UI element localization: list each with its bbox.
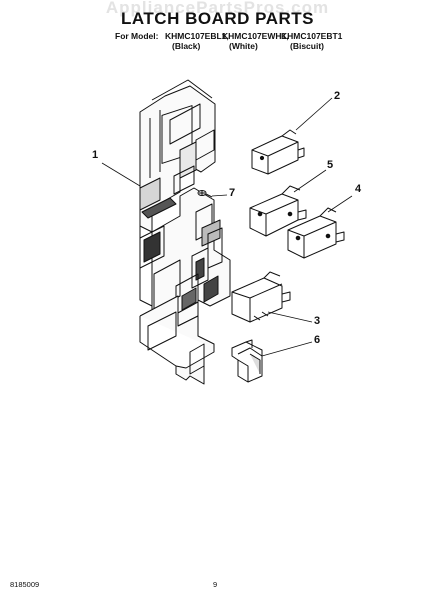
- color-black: (Black): [172, 41, 201, 51]
- callout-4: 4: [355, 183, 362, 195]
- color-white: (White): [229, 41, 258, 51]
- model-biscuit: KHMC107EBT1: [281, 31, 343, 41]
- watermark: AppliancePartsPros.com: [105, 0, 330, 17]
- switch-part-4: [287, 207, 345, 259]
- bracket-part-6: [231, 339, 263, 383]
- callout-5: 5: [327, 159, 334, 171]
- doc-number: 8185009: [10, 580, 40, 589]
- callout-6: 6: [314, 334, 321, 346]
- screw-part-7: [197, 190, 213, 198]
- switch-part-2: [251, 129, 305, 175]
- callout-7: 7: [229, 187, 236, 199]
- color-biscuit: (Biscuit): [290, 41, 324, 51]
- model-black: KHMC107EBL1,: [165, 31, 229, 41]
- callout-2: 2: [334, 90, 341, 102]
- page-title: LATCH BOARD PARTS: [121, 9, 314, 28]
- switch-part-5: [249, 185, 307, 237]
- latch-board: [139, 79, 231, 385]
- for-model-label: For Model:: [115, 31, 159, 41]
- model-white: KHMC107EWH1,: [222, 31, 289, 41]
- switch-part-3: [231, 271, 291, 323]
- page-number: 9: [213, 580, 218, 589]
- leader-lines: [101, 97, 353, 357]
- callout-3: 3: [314, 315, 321, 327]
- callout-1: 1: [92, 149, 99, 161]
